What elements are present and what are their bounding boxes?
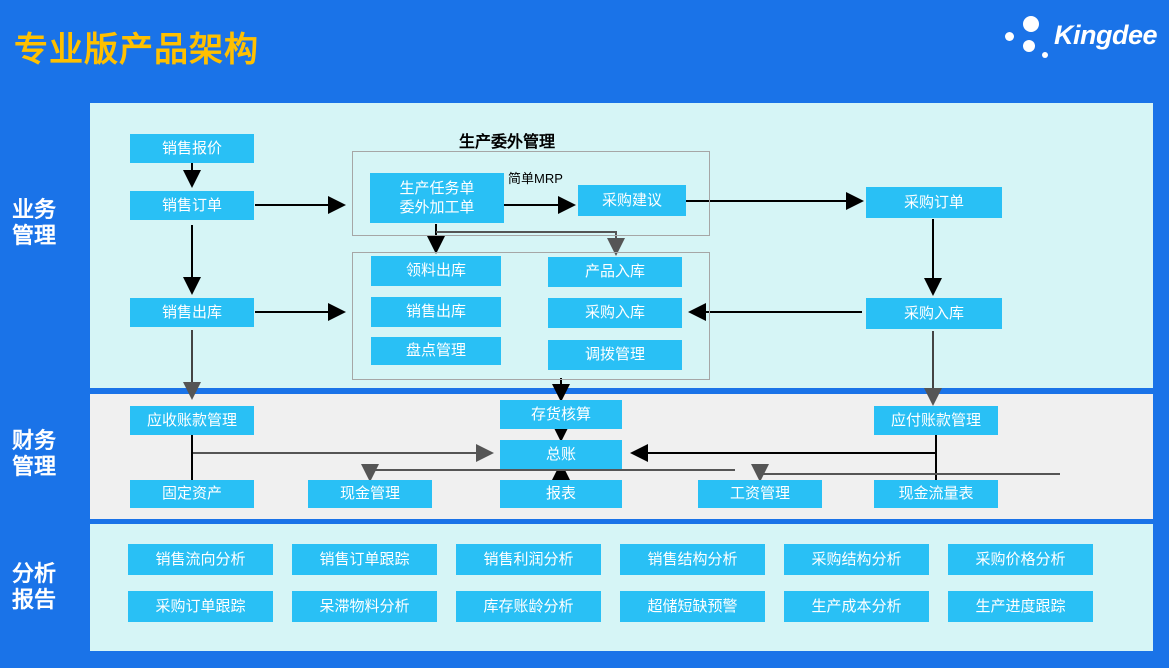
node-sales-quote[interactable]: 销售报价 [130, 134, 254, 163]
node-material-outbound[interactable]: 领料出库 [371, 256, 501, 286]
node-analysis-r2-c3[interactable]: 库存账龄分析 [456, 591, 601, 622]
node-analysis-r1-c5[interactable]: 采购结构分析 [784, 544, 929, 575]
page-title: 专业版产品架构 [14, 31, 259, 69]
logo-dot-small-left [1005, 32, 1014, 41]
node-production-task-order[interactable]: 生产任务单 委外加工单 [370, 173, 504, 223]
node-product-inbound[interactable]: 产品入库 [548, 257, 682, 287]
node-purchase-inbound[interactable]: 采购入库 [866, 298, 1002, 329]
node-analysis-r2-c6[interactable]: 生产进度跟踪 [948, 591, 1093, 622]
production-outsourcing-caption: 生产委外管理 [459, 134, 556, 151]
node-analysis-r1-c3[interactable]: 销售利润分析 [456, 544, 601, 575]
node-cash-flow[interactable]: 现金流量表 [874, 480, 998, 508]
node-transfer-management[interactable]: 调拨管理 [548, 340, 682, 370]
node-analysis-r2-c4[interactable]: 超储短缺预警 [620, 591, 765, 622]
simple-mrp-label: 简单MRP [508, 171, 563, 186]
node-purchase-inbound-inventory[interactable]: 采购入库 [548, 298, 682, 328]
node-analysis-r2-c5[interactable]: 生产成本分析 [784, 591, 929, 622]
node-analysis-r1-c6[interactable]: 采购价格分析 [948, 544, 1093, 575]
node-general-ledger[interactable]: 总账 [500, 440, 622, 469]
logo-dot-medium [1023, 40, 1035, 52]
node-purchase-order[interactable]: 采购订单 [866, 187, 1002, 218]
logo-wordmark: Kingdee [1053, 20, 1158, 50]
node-purchase-advice[interactable]: 采购建议 [578, 185, 686, 216]
rail-label-finance: 财务 管理 [12, 428, 57, 479]
node-sales-order[interactable]: 销售订单 [130, 191, 254, 220]
node-sales-outbound[interactable]: 销售出库 [130, 298, 254, 327]
inventory-group [352, 252, 710, 380]
logo-dot-large [1023, 16, 1039, 32]
kingdee-logo: Kingdee [1001, 8, 1161, 58]
node-analysis-r1-c2[interactable]: 销售订单跟踪 [292, 544, 437, 575]
node-receivables[interactable]: 应收账款管理 [130, 406, 254, 435]
node-payables[interactable]: 应付账款管理 [874, 406, 998, 435]
rail-label-analysis: 分析 报告 [12, 561, 57, 612]
production-outsourcing-group [352, 151, 710, 236]
node-cash-management[interactable]: 现金管理 [308, 480, 432, 508]
node-stocktake-management[interactable]: 盘点管理 [371, 337, 501, 365]
node-fixed-assets[interactable]: 固定资产 [130, 480, 254, 508]
node-analysis-r1-c1[interactable]: 销售流向分析 [128, 544, 273, 575]
node-sales-outbound-inventory[interactable]: 销售出库 [371, 297, 501, 327]
node-analysis-r2-c1[interactable]: 采购订单跟踪 [128, 591, 273, 622]
node-payroll[interactable]: 工资管理 [698, 480, 822, 508]
node-reports[interactable]: 报表 [500, 480, 622, 508]
node-inventory-accounting[interactable]: 存货核算 [500, 400, 622, 429]
node-analysis-r2-c2[interactable]: 呆滞物料分析 [292, 591, 437, 622]
node-analysis-r1-c4[interactable]: 销售结构分析 [620, 544, 765, 575]
logo-dot-tiny [1042, 52, 1048, 58]
rail-label-business: 业务 管理 [12, 197, 57, 248]
